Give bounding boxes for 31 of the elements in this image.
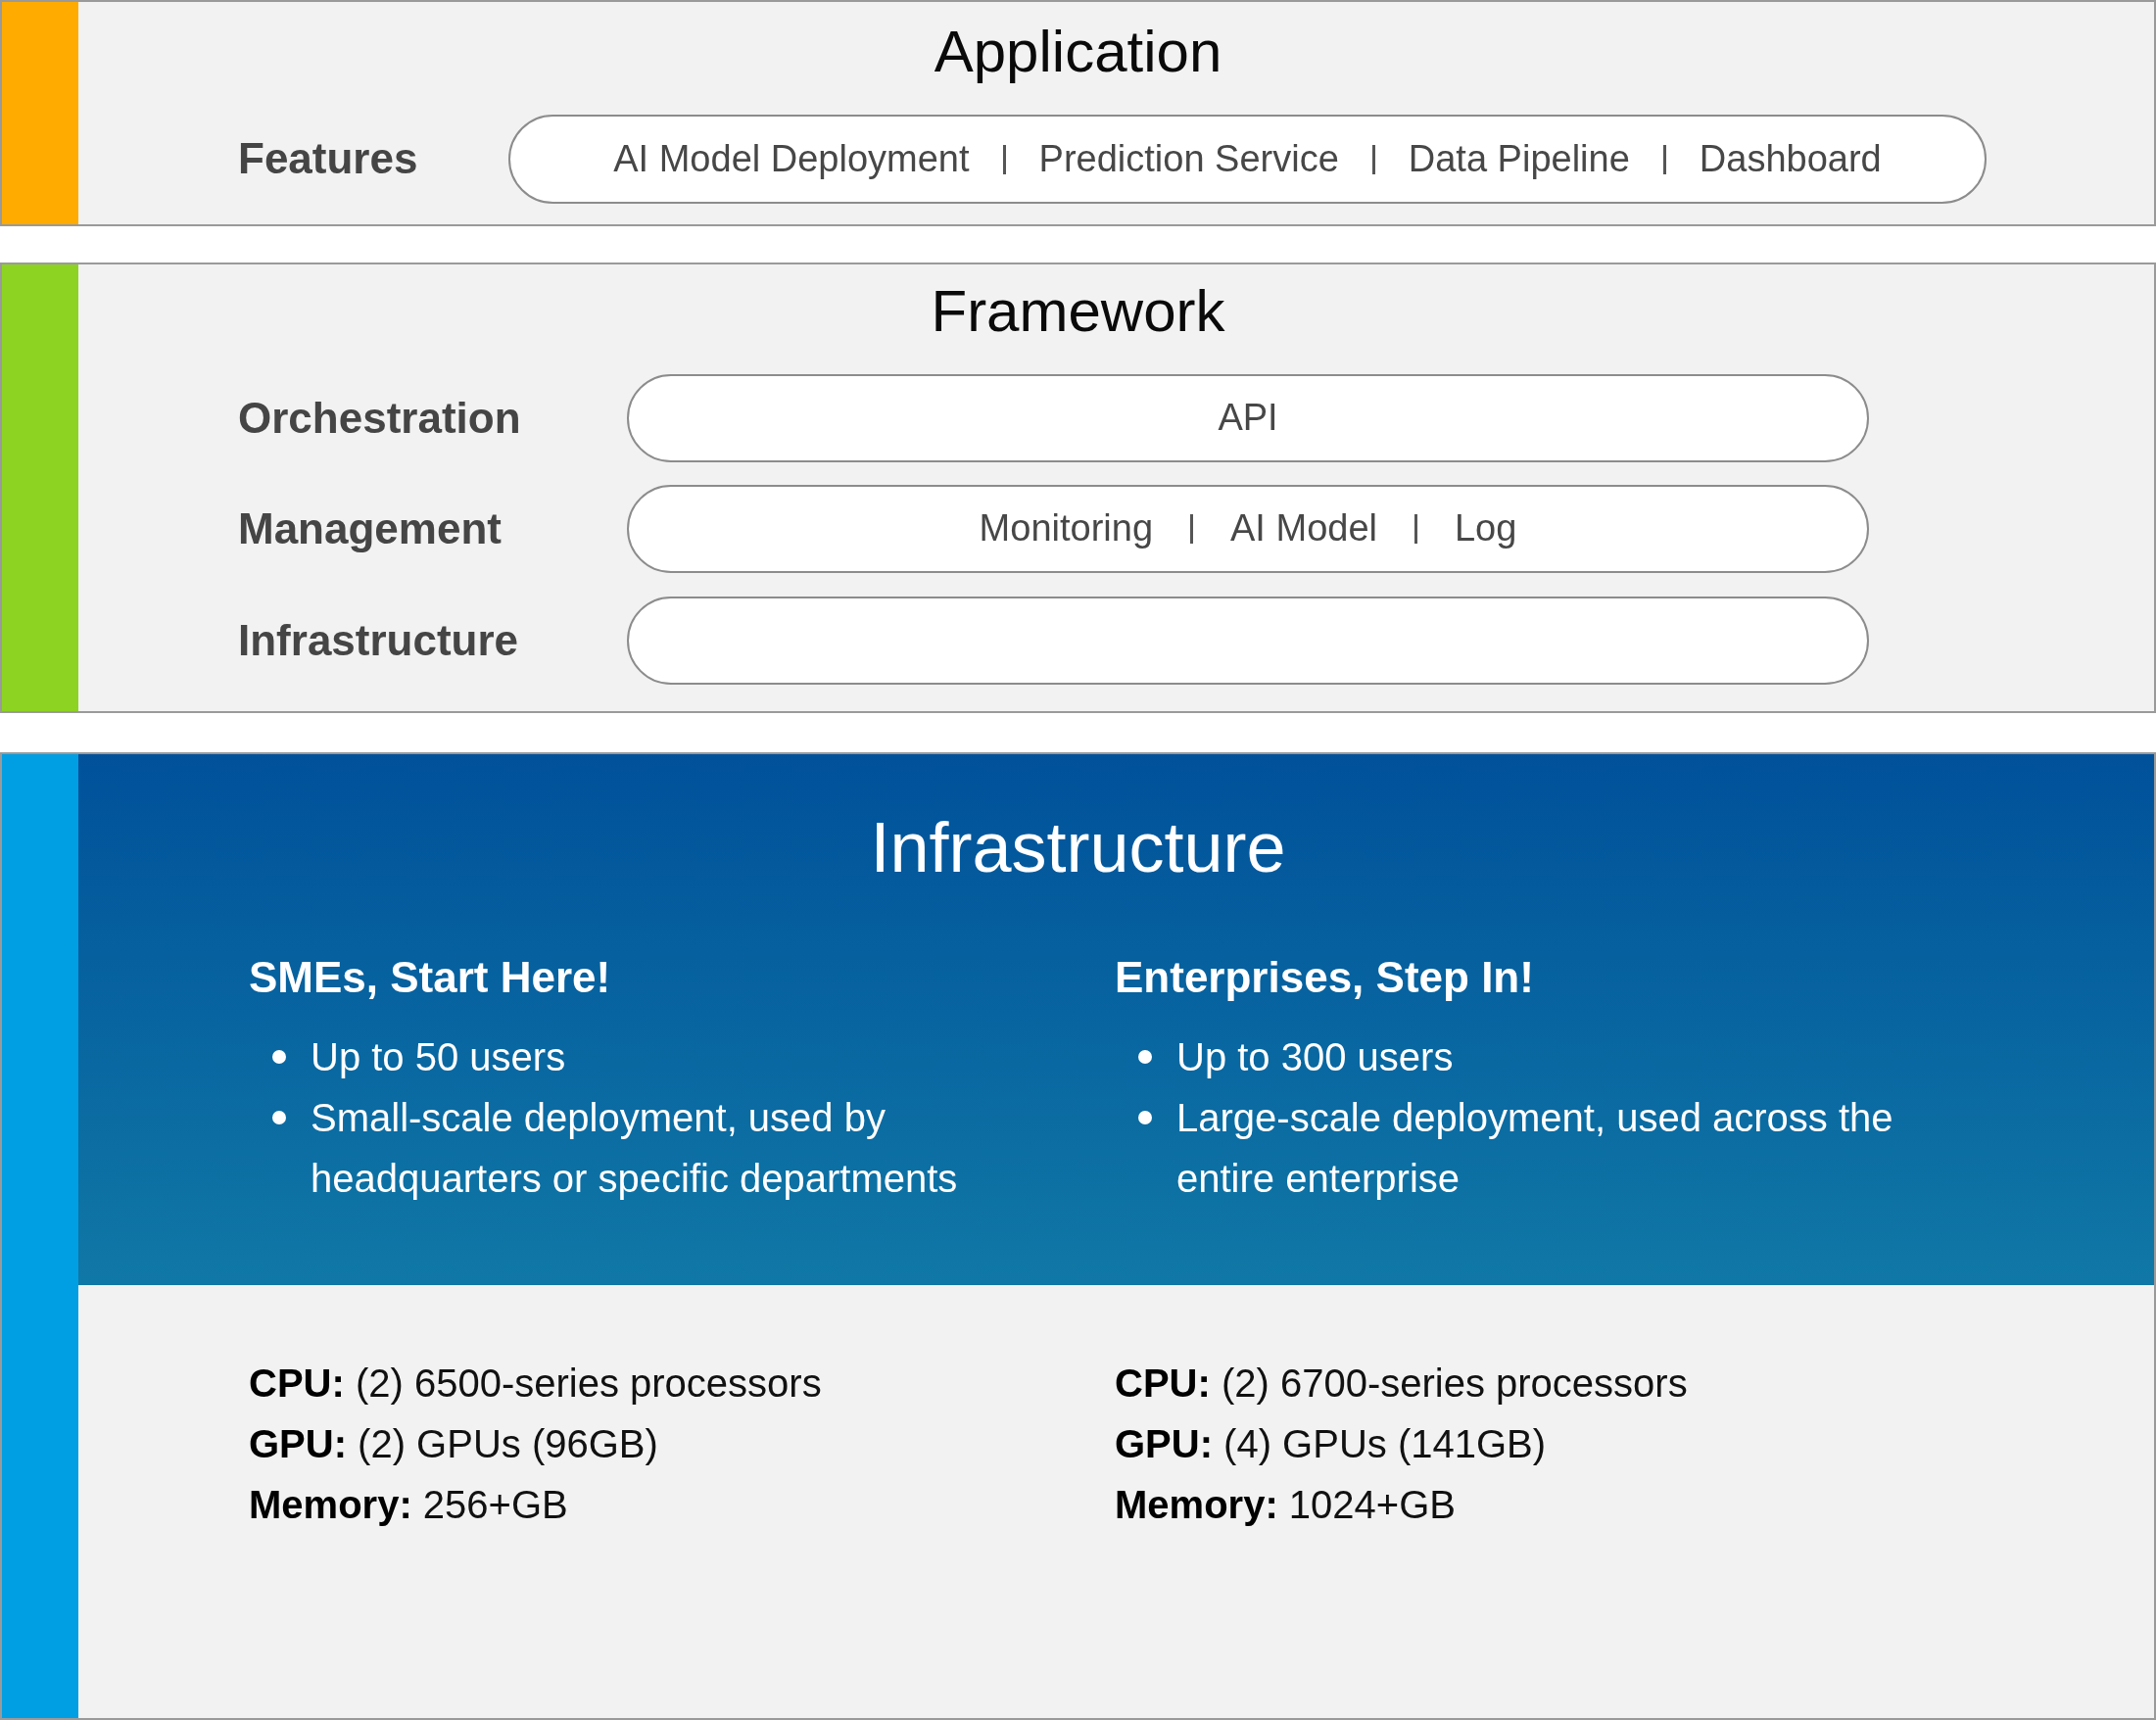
pill-label: Data Pipeline: [1408, 136, 1630, 181]
spec-line: GPU: (2) GPUs (96GB): [249, 1421, 658, 1467]
row-label: Management: [238, 503, 502, 554]
layer-panel: [0, 752, 2156, 1720]
spec-line: CPU: (2) 6700-series processors: [1115, 1361, 1688, 1407]
layer-title: Framework: [931, 277, 1225, 345]
column-heading: SMEs, Start Here!: [249, 952, 611, 1003]
pill-label: Log: [1455, 506, 1517, 551]
layer-panel: [0, 263, 2156, 713]
pill-label: Monitoring: [979, 506, 1153, 551]
pill-label: AI Model Deployment: [613, 136, 970, 181]
bullet-text: Small-scale deployment, used by headquarters or specific departments: [311, 1095, 959, 1202]
bullet-text: Large-scale deployment, used across the entire enterprise: [1176, 1095, 1894, 1202]
bullet-text: Up to 50 users: [311, 1034, 566, 1080]
pill-label: Dashboard: [1699, 136, 1882, 181]
pill-label: AI Model: [1230, 506, 1377, 551]
spec-line: Memory: 1024+GB: [1115, 1482, 1456, 1528]
bullet-text: Up to 300 users: [1176, 1034, 1454, 1080]
column-heading: Enterprises, Step In!: [1115, 952, 1534, 1003]
layer-title: Application: [934, 18, 1222, 85]
spec-line: GPU: (4) GPUs (141GB): [1115, 1421, 1547, 1467]
panel-title: Infrastructure: [870, 807, 1286, 888]
spec-line: CPU: (2) 6500-series processors: [249, 1361, 822, 1407]
pill-label: Prediction Service: [1038, 136, 1339, 181]
pill-label: API: [1218, 396, 1278, 441]
layer-panel: [0, 0, 2156, 226]
spec-line: Memory: 256+GB: [249, 1482, 568, 1528]
row-label: Orchestration: [238, 393, 521, 444]
header-panel: [78, 754, 2154, 1285]
row-label: Infrastructure: [238, 615, 519, 666]
row-label: Features: [238, 134, 418, 184]
